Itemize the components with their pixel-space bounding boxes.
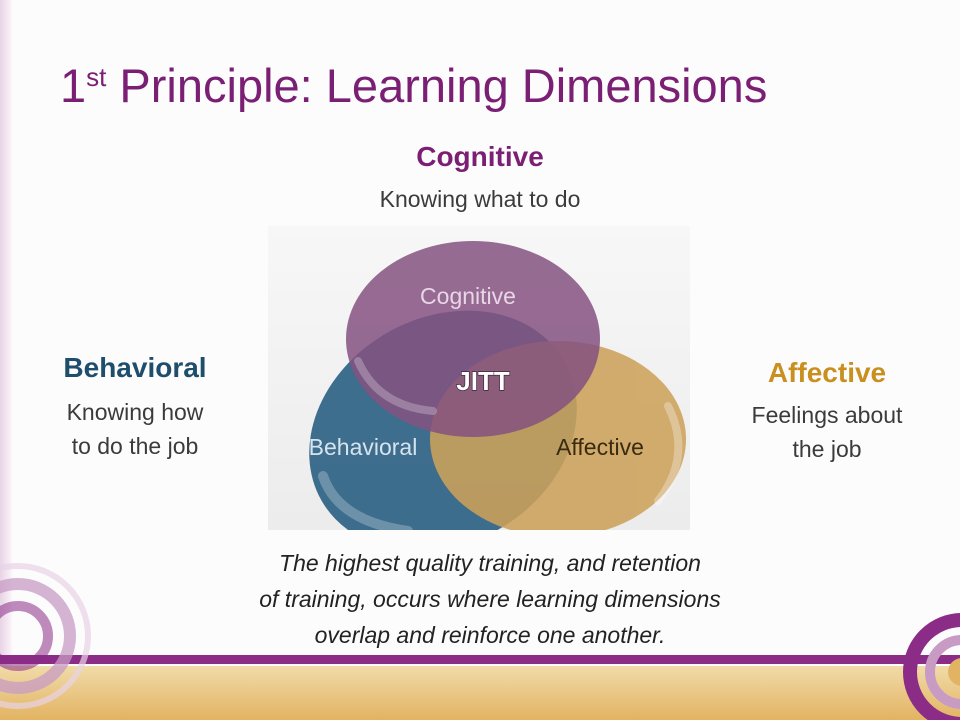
cognitive-circle [346, 241, 600, 437]
cognitive-highlight [354, 357, 437, 415]
affective-description: Feelings about the job [712, 398, 942, 466]
footer-stripe [0, 655, 960, 664]
behavioral-highlight [318, 471, 413, 530]
cognitive-heading: Cognitive [416, 141, 544, 172]
affective-description-line: the job [792, 436, 862, 462]
behavioral-description-line: Knowing how [66, 399, 204, 425]
venn-label-affective: Affective [556, 434, 644, 460]
caption-line: of training, occurs where learning dimen… [259, 586, 721, 612]
caption-line: The highest quality training, and retent… [279, 550, 701, 576]
caption: The highest quality training, and retent… [150, 545, 830, 653]
venn-center-label: JITT [456, 366, 510, 396]
affective-description-line: Feelings about [751, 402, 903, 428]
behavioral-description-line: to do the job [71, 433, 199, 459]
footer-band [0, 666, 960, 720]
venn-label-behavioral: Behavioral [309, 434, 418, 460]
affective-heading: Affective [767, 357, 887, 388]
venn-label-cognitive: Cognitive [420, 283, 516, 309]
slide-title: 1st Principle: Learning Dimensions [60, 59, 768, 112]
cognitive-description: Knowing what to do [379, 186, 581, 212]
affective-highlight [654, 402, 683, 505]
left-decorative-band [0, 0, 14, 720]
behavioral-description: Knowing how to do the job [20, 395, 250, 463]
behavioral-heading: Behavioral [63, 352, 207, 383]
venn-diagram: Cognitive Behavioral Affective JITT [268, 226, 690, 530]
caption-line: overlap and reinforce one another. [314, 622, 666, 648]
